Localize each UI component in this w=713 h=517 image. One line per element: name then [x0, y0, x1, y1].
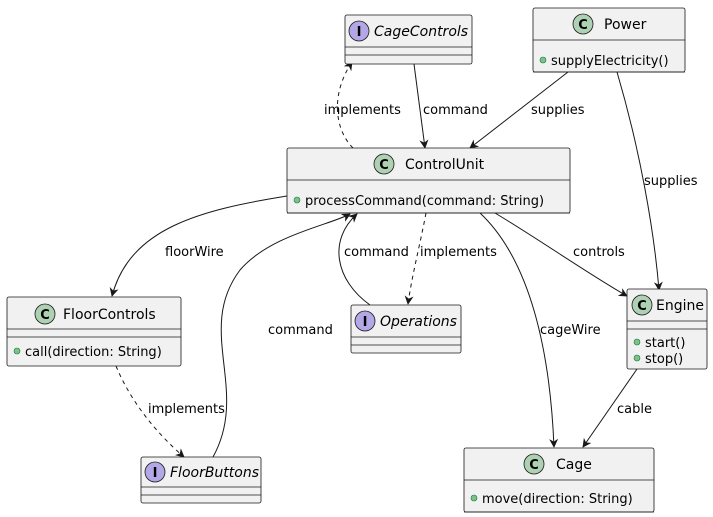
node-title: FloorControls — [63, 307, 156, 323]
node-operations[interactable]: I Operations — [350, 304, 462, 354]
edge-floorbuttons-command-cu: command — [212, 213, 351, 458]
edge-label: controls — [573, 245, 625, 260]
class-badge-icon — [523, 453, 545, 475]
edge-label: cageWire — [540, 323, 601, 338]
edge-label: supplies — [644, 174, 698, 189]
class-badge-icon — [572, 13, 594, 35]
edge-label: implements — [148, 402, 225, 417]
edge-power-supplies-engine: supplies — [616, 71, 698, 291]
node-floorcontrols[interactable]: C FloorControls call(direction: String) — [6, 296, 182, 367]
member: call(direction: String) — [25, 345, 162, 360]
edge-operations-command-cu: command — [338, 213, 409, 306]
node-title: Power — [604, 17, 647, 33]
public-method-icon — [293, 196, 301, 204]
edges: implements command supplies supplies flo… — [109, 61, 698, 458]
class-badge-icon — [34, 303, 56, 325]
badge-letter: I — [153, 466, 158, 481]
edge-label: cable — [617, 402, 652, 417]
edge-cu-cagewire: cageWire — [479, 212, 601, 448]
badge-letter: C — [40, 308, 50, 323]
edge-label: command — [423, 103, 488, 118]
class-badge-icon — [631, 294, 653, 316]
public-method-icon — [633, 338, 641, 346]
member: stop() — [645, 352, 683, 367]
edge-cu-implements-cagecontrols: implements — [324, 61, 401, 149]
interface-badge-icon — [144, 461, 166, 483]
edge-label: floorWire — [165, 245, 224, 260]
class-badge-icon — [373, 153, 395, 175]
badge-letter: C — [379, 158, 389, 173]
node-cage[interactable]: C Cage move(direction: String) — [463, 447, 655, 513]
edge-floorcontrols-implements-floorbuttons: implements — [115, 365, 225, 458]
edge-cu-floorwire: floorWire — [109, 195, 288, 297]
edge-label: command — [268, 323, 333, 338]
badge-letter: C — [578, 18, 588, 33]
node-title: Operations — [380, 314, 457, 330]
node-title: CageControls — [374, 24, 468, 40]
node-title: Engine — [656, 298, 704, 314]
edge-label: implements — [324, 103, 401, 118]
public-method-icon — [13, 347, 21, 355]
member: move(direction: String) — [482, 492, 633, 507]
edge-cagecontrols-command-cu: command — [413, 63, 488, 149]
node-title: Cage — [556, 457, 592, 473]
edge-engine-cable-cage: cable — [582, 368, 652, 448]
public-method-icon — [539, 56, 547, 64]
badge-letter: I — [357, 25, 362, 40]
node-cagecontrols[interactable]: I CageControls — [344, 14, 473, 65]
node-power[interactable]: C Power supplyElectricity() — [532, 7, 686, 73]
public-method-icon — [633, 354, 641, 362]
member: supplyElectricity() — [551, 54, 669, 69]
node-title: ControlUnit — [405, 157, 485, 173]
member: processCommand(command: String) — [305, 194, 544, 209]
node-floorbuttons[interactable]: I FloorButtons — [140, 456, 262, 504]
member: start() — [645, 336, 685, 351]
node-controlunit[interactable]: C ControlUnit processCommand(command: St… — [286, 147, 571, 214]
public-method-icon — [470, 494, 478, 502]
edge-power-supplies-cu: supplies — [469, 71, 585, 149]
edge-cu-controls-engine: controls — [494, 212, 628, 297]
edge-label: command — [344, 245, 409, 260]
edge-label: supplies — [531, 103, 585, 118]
interface-badge-icon — [348, 20, 370, 42]
edge-cu-implements-operations: implements — [404, 212, 497, 305]
badge-letter: I — [363, 315, 368, 330]
badge-letter: C — [637, 299, 647, 314]
badge-letter: C — [529, 458, 539, 473]
edge-label: implements — [420, 245, 497, 260]
node-title: FloorButtons — [170, 465, 259, 481]
node-engine[interactable]: C Engine start() stop() — [626, 288, 708, 370]
interface-badge-icon — [354, 310, 376, 332]
